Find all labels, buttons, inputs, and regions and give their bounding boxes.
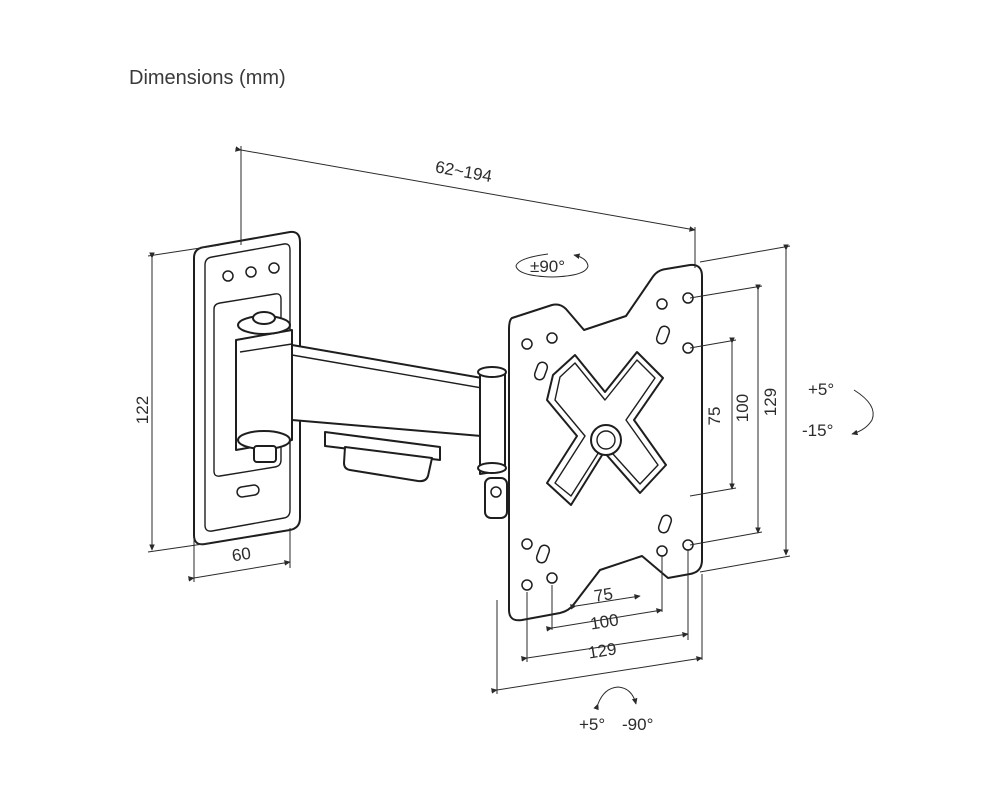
wall-plate-height-label: 122	[133, 396, 152, 424]
vesa-75-width-label: 75	[593, 584, 615, 606]
wall-plate-depth-label: 60	[231, 544, 253, 566]
page-title: Dimensions (mm)	[129, 67, 286, 89]
vesa-75-height-label: 75	[705, 407, 724, 426]
tilt-down-label: -15°	[802, 421, 833, 440]
swivel-angle-label: ±90°	[530, 257, 565, 276]
vesa-129-width-label: 129	[587, 639, 618, 662]
dimension-lines	[147, 146, 791, 694]
swivel-indicator: ±90°	[515, 253, 589, 278]
pan-left-label: +5°	[579, 715, 605, 734]
vesa-100-width-label: 100	[589, 610, 620, 633]
vesa-plate	[508, 263, 703, 622]
tilt-indicator: +5° -15°	[802, 380, 874, 440]
arm-reach-label: 62~194	[434, 157, 494, 186]
swing-arm	[235, 311, 508, 519]
vesa-100-height-label: 100	[733, 394, 752, 422]
tilt-up-label: +5°	[808, 380, 834, 399]
pan-indicator: +5° -90°	[579, 686, 653, 734]
vesa-129-height-label: 129	[761, 388, 780, 416]
pan-right-label: -90°	[622, 715, 653, 734]
